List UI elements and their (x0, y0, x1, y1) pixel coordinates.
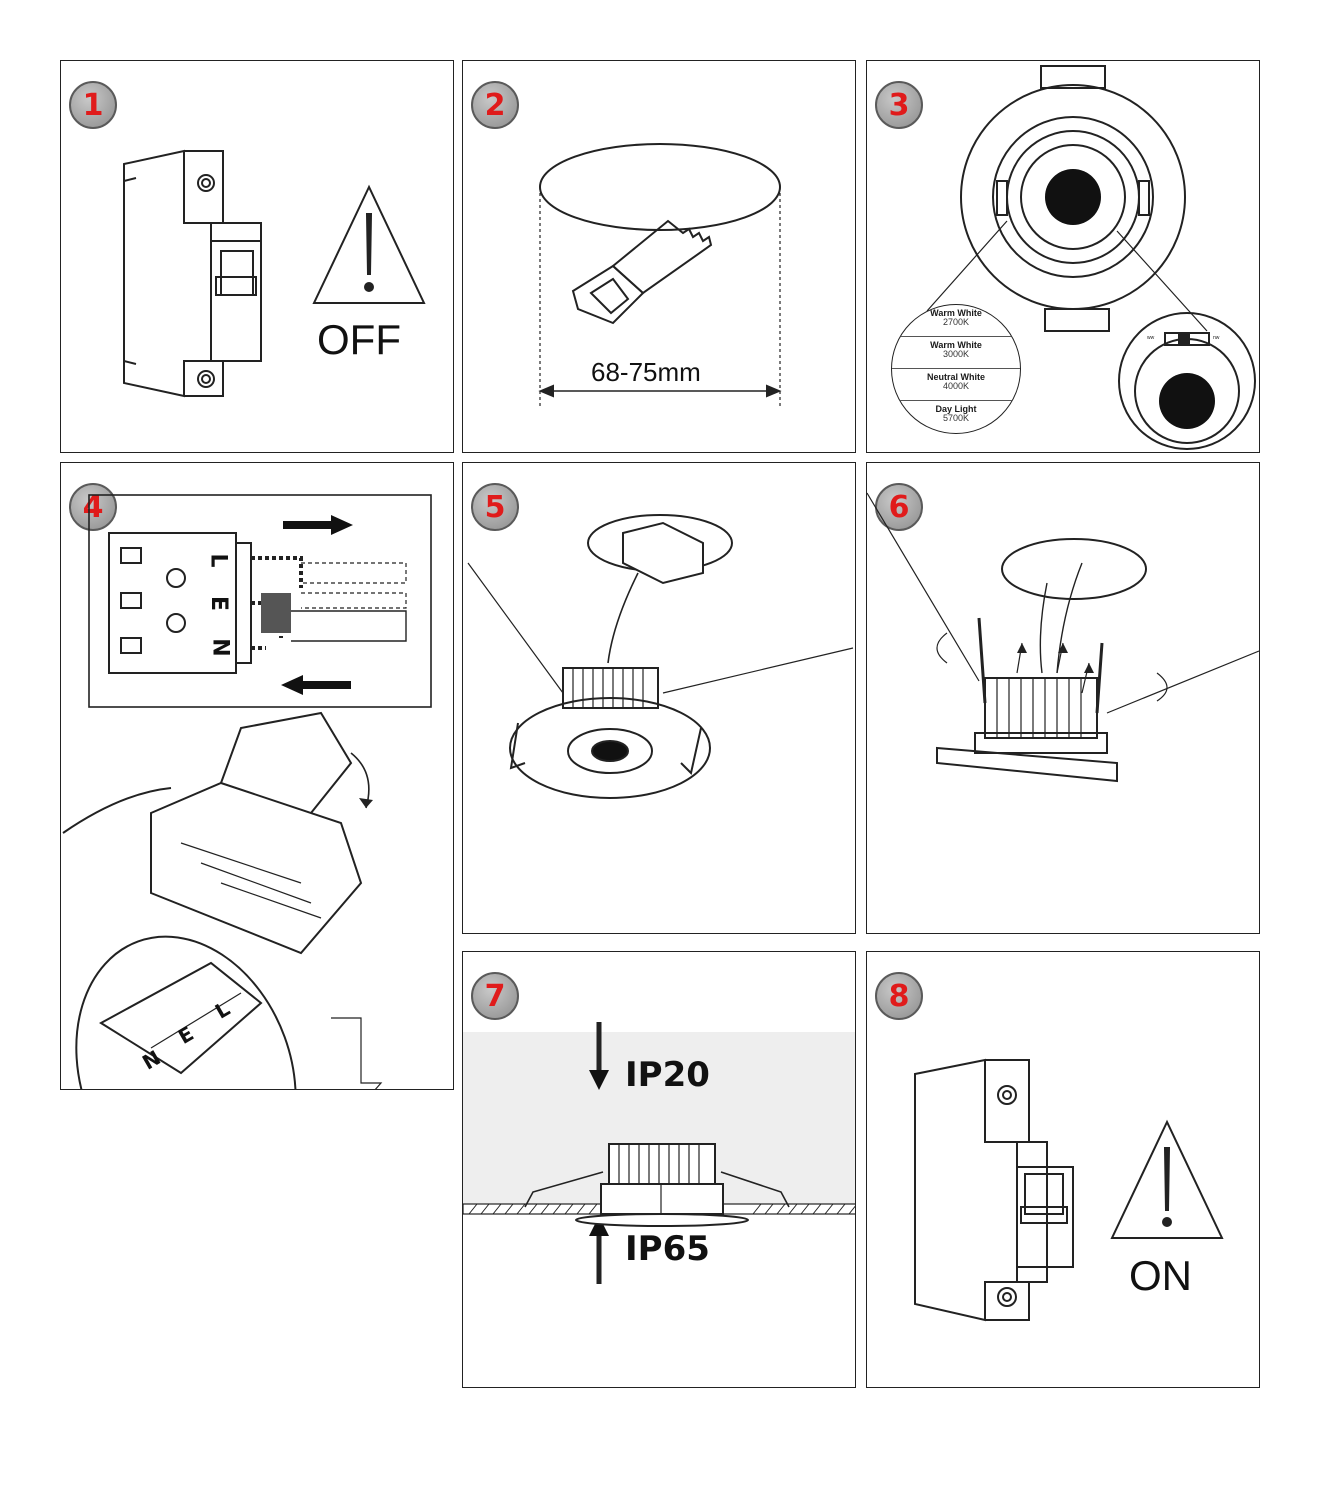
cut-hole-drawing (538, 143, 782, 406)
step-5-panel: 5 (462, 462, 856, 934)
step-4-badge: 4 (69, 483, 117, 531)
terminal-e-label: E (206, 595, 232, 612)
step-8-badge: 8 (875, 972, 923, 1020)
step-1-badge: 1 (69, 81, 117, 129)
cct-switch-ww-label: ww (1147, 335, 1155, 341)
off-label: OFF (317, 316, 401, 363)
step-8-panel: 8 ON (866, 951, 1260, 1388)
step-2-panel: 2 68-75mm (462, 60, 856, 453)
warning-triangle-icon (312, 184, 426, 304)
ip65-label: IP65 (625, 1229, 710, 1269)
on-label: ON (1129, 1252, 1192, 1299)
ip-rating-drawing (463, 1022, 855, 1284)
saw-blade-icon (611, 219, 713, 295)
step-7-panel-body: 7 IP20 IP65 (462, 951, 856, 1388)
wiring-connector-drawing (62, 494, 432, 1089)
insert-downlight-drawing (867, 492, 1259, 783)
terminal-n-label: N (207, 638, 233, 657)
step-2-badge: 2 (471, 81, 519, 129)
terminal-l-label: L (205, 553, 231, 568)
cutout-dimension-label: 68-75mm (591, 357, 701, 387)
circuit-breaker-on-drawing (914, 1058, 1224, 1322)
step-1-panel: 1 OFF (60, 60, 454, 453)
cct-switch-nw-label: nw (1213, 335, 1220, 341)
connect-downlight-drawing (467, 514, 854, 799)
circuit-breaker-off-drawing (123, 149, 426, 398)
step-4-panel: 4 L E N L E N (60, 462, 454, 1090)
step-6-badge: 6 (875, 483, 923, 531)
step-7-badge-overlay: 7 (471, 972, 519, 1020)
step-5-badge: 5 (471, 483, 519, 531)
step-6-panel: 6 (866, 462, 1260, 934)
cct-selector-drawing (926, 65, 1256, 450)
step-3-badge: 3 (875, 81, 923, 129)
ip20-label: IP20 (625, 1055, 710, 1095)
warning-triangle-icon (1110, 1119, 1224, 1239)
